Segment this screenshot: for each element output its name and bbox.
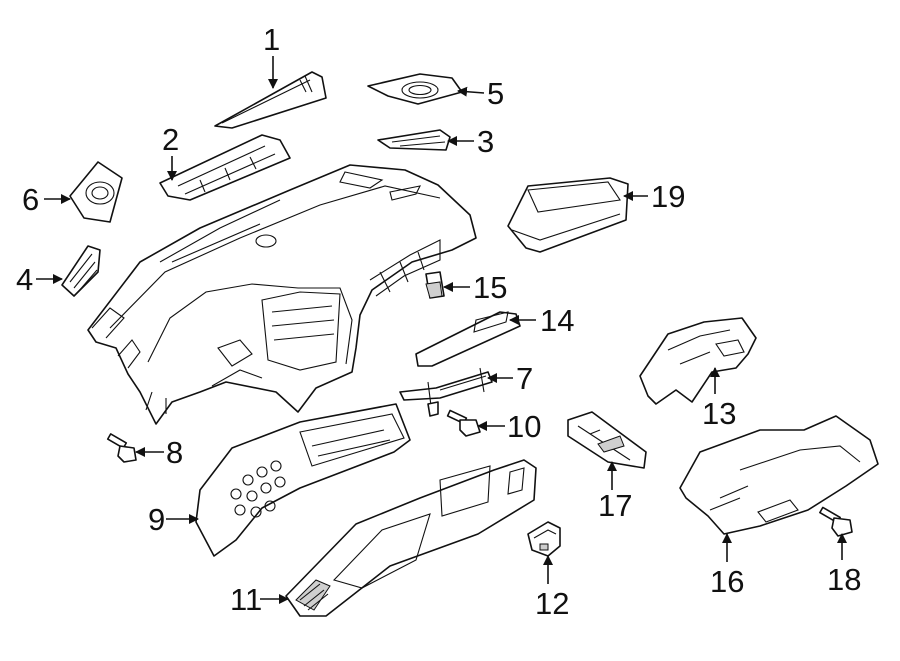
part-13-knee-bolster-bracket[interactable] xyxy=(639,317,757,405)
callout-8: 8 xyxy=(166,435,183,470)
callout-12: 12 xyxy=(535,586,569,621)
callout-labels: 1 2 3 4 5 6 7 8 9 10 11 12 13 14 15 16 1… xyxy=(16,22,861,621)
callout-18: 18 xyxy=(827,562,861,597)
callout-10: 10 xyxy=(507,409,541,444)
callout-15: 15 xyxy=(473,270,507,305)
part-1-defroster-grille[interactable] xyxy=(214,71,327,129)
callout-16: 16 xyxy=(710,564,744,599)
part-14-trim-strip[interactable] xyxy=(415,311,521,367)
part-19-passenger-airbag[interactable] xyxy=(507,177,629,253)
callout-13: 13 xyxy=(702,396,736,431)
callout-14: 14 xyxy=(540,303,574,338)
part-15-clip[interactable] xyxy=(425,271,445,299)
part-2-center-vent-panel[interactable] xyxy=(159,134,291,201)
callout-11: 11 xyxy=(230,582,262,617)
callout-5: 5 xyxy=(487,76,504,111)
callout-6: 6 xyxy=(22,182,39,217)
part-10-bolt[interactable] xyxy=(446,409,481,437)
part-6-speaker-grille[interactable] xyxy=(69,161,123,223)
part-9-instrument-cluster-trim[interactable] xyxy=(195,403,411,557)
part-11-lower-dash-trim[interactable] xyxy=(285,459,537,617)
part-12-switch[interactable] xyxy=(527,521,561,557)
callout-2: 2 xyxy=(162,122,179,157)
callout-17: 17 xyxy=(598,488,632,523)
part-7-bracket[interactable] xyxy=(399,367,493,417)
callout-3: 3 xyxy=(477,124,494,159)
callout-4: 4 xyxy=(16,262,33,297)
part-17-bracket[interactable] xyxy=(567,411,647,469)
part-3-side-vent[interactable] xyxy=(377,129,451,151)
part-16-glove-box[interactable] xyxy=(679,415,879,535)
instrument-panel-main[interactable] xyxy=(87,164,477,425)
callout-7: 7 xyxy=(516,361,533,396)
part-4-side-air-outlet[interactable] xyxy=(61,245,101,297)
part-8-bolt[interactable] xyxy=(106,433,137,463)
part-18-bolt[interactable] xyxy=(819,506,853,537)
callout-9: 9 xyxy=(148,502,165,537)
part-5-speaker-cover[interactable] xyxy=(367,73,463,105)
callout-19: 19 xyxy=(651,179,685,214)
callout-1: 1 xyxy=(263,22,280,57)
leader-lines xyxy=(36,56,847,604)
